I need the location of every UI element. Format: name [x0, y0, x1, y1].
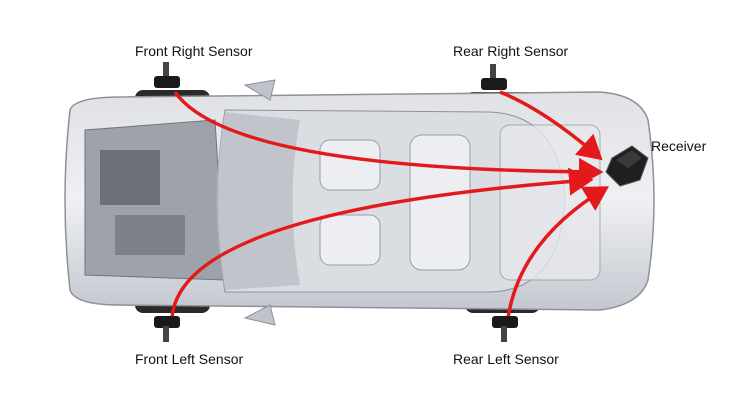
mirror-right [243, 79, 276, 101]
arrow-front-right [173, 90, 604, 186]
engine-block [100, 150, 160, 205]
front-left-sensor-icon [154, 316, 180, 342]
front-seat-right [319, 139, 381, 191]
mirror-left [243, 304, 276, 326]
receiver-icon [605, 145, 649, 187]
rear-bench [409, 134, 471, 271]
arrow-rear-right [499, 90, 603, 161]
rear-left-sensor-label: Rear Left Sensor [453, 351, 559, 367]
front-seat-left [319, 214, 381, 266]
front-right-sensor-icon [154, 62, 180, 88]
receiver-label: Receiver [651, 138, 707, 154]
rear-left-sensor-icon [492, 316, 518, 342]
rear-right-sensor-label: Rear Right Sensor [453, 43, 569, 59]
engine-part [115, 215, 185, 255]
arrow-rear-left [506, 186, 609, 319]
arrow-front-left [170, 167, 594, 319]
rear-right-sensor-icon [481, 64, 507, 90]
front-left-sensor-label: Front Left Sensor [135, 351, 244, 367]
front-right-sensor-label: Front Right Sensor [135, 43, 253, 59]
